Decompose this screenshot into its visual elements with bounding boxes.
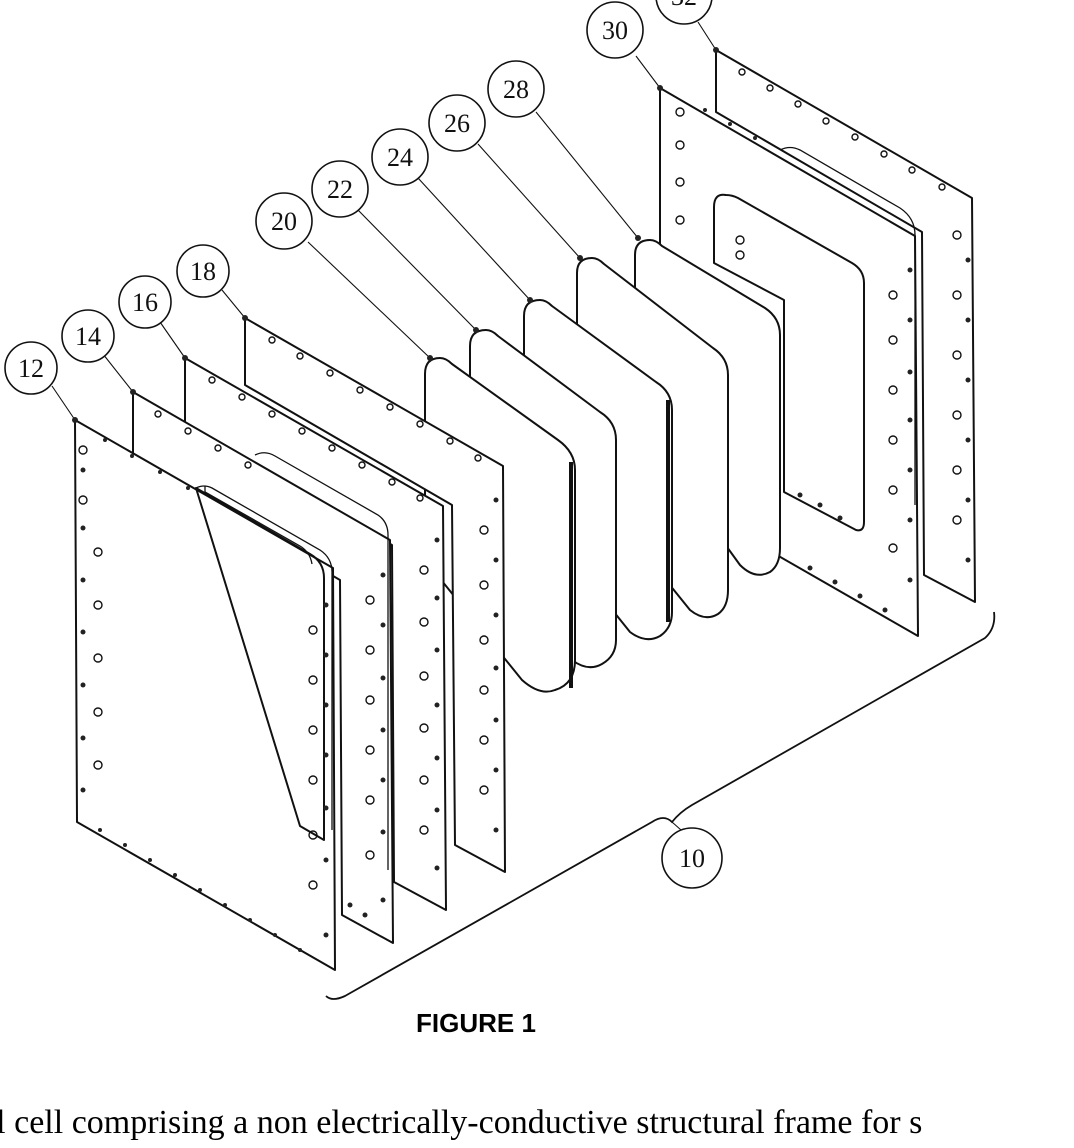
callout-20: 20 (256, 193, 312, 249)
callout-26-text: 26 (444, 109, 470, 138)
callout-32: 32 (656, 0, 712, 24)
callout-28-text: 28 (503, 75, 529, 104)
callout-10: 10 (662, 828, 722, 888)
callout-18: 18 (177, 245, 229, 297)
callout-16: 16 (119, 276, 171, 328)
callout-16-text: 16 (132, 288, 158, 317)
callout-24: 24 (372, 129, 428, 185)
callout-12-text: 12 (18, 354, 44, 383)
callout-30: 30 (587, 2, 643, 58)
callout-18-text: 18 (190, 257, 216, 286)
callout-22: 22 (312, 161, 368, 217)
callout-10-text: 10 (679, 844, 705, 873)
callout-22-text: 22 (327, 175, 353, 204)
callout-20-text: 20 (271, 207, 297, 236)
callout-12: 12 (5, 342, 57, 394)
callout-32-text: 32 (671, 0, 697, 11)
callout-30-text: 30 (602, 16, 628, 45)
callout-24-text: 24 (387, 143, 413, 172)
callout-26: 26 (429, 95, 485, 151)
figure-caption: FIGURE 1 (0, 1008, 952, 1039)
claim-text: cal cell comprising a non electrically-c… (0, 1104, 922, 1142)
callout-14-text: 14 (75, 322, 101, 351)
callout-14: 14 (62, 310, 114, 362)
callout-28: 28 (488, 61, 544, 117)
